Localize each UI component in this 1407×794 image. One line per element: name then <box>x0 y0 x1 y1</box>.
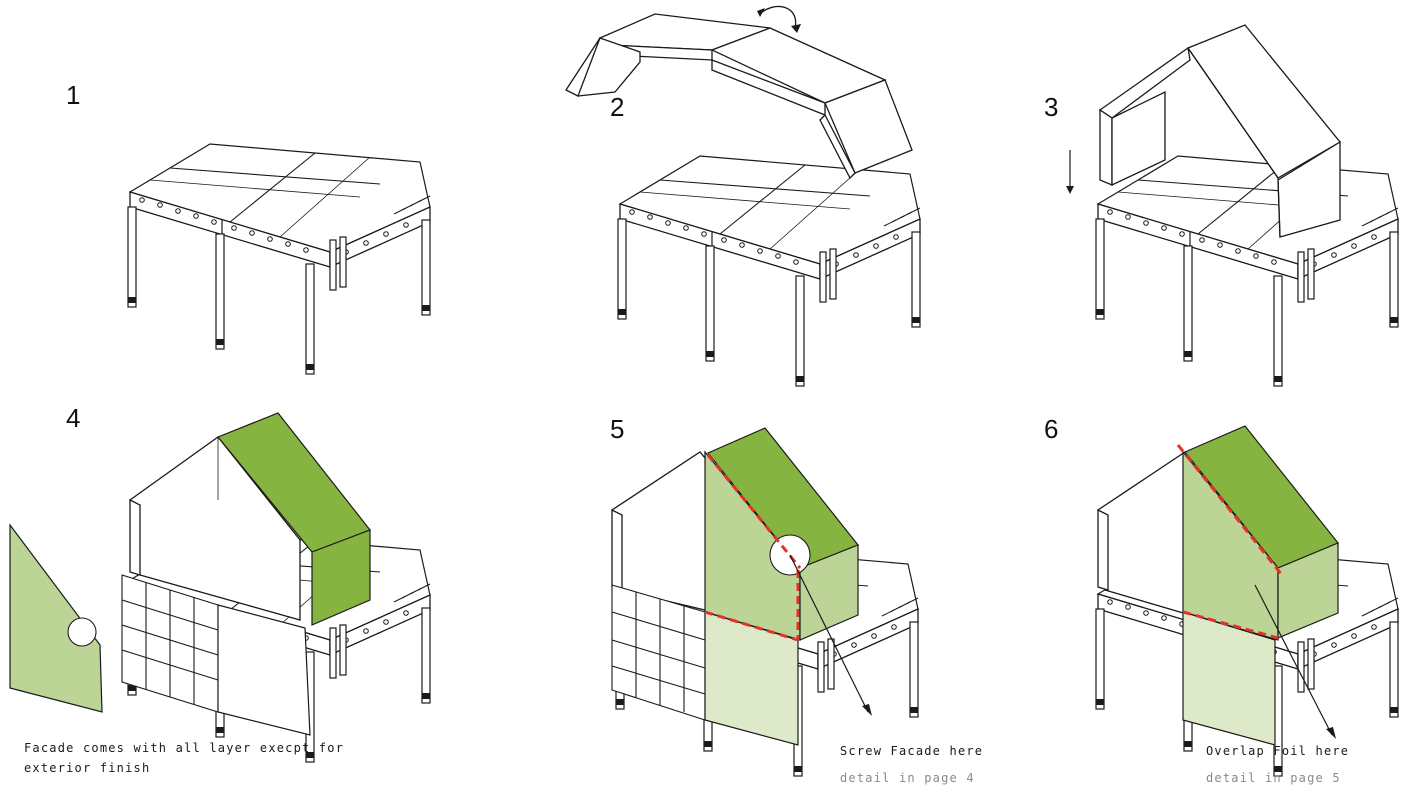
pointer-arrow-icon <box>789 554 872 716</box>
step-3-number: 3 <box>1044 92 1059 122</box>
pointer-arrow-icon <box>1254 584 1336 739</box>
step-5-drawing <box>611 427 919 777</box>
lower-facade-panel <box>1182 611 1276 746</box>
step-3-drawing <box>1066 24 1399 387</box>
screw-lines <box>704 454 802 642</box>
step-6-drawing <box>1095 425 1399 777</box>
roof-assembly <box>565 13 913 180</box>
step-2-drawing <box>565 5 921 387</box>
step-5-detail: detail in page 4 <box>840 771 975 785</box>
side-panel <box>1277 542 1339 639</box>
step-1-drawing <box>127 143 431 375</box>
step-6-number: 6 <box>1044 414 1059 444</box>
step-6-detail: detail in page 5 <box>1206 771 1341 785</box>
facade-grid <box>611 584 706 721</box>
foil-overlap-lines <box>1176 444 1284 640</box>
step-4-caption: Facade comes with all layer execpt for e… <box>24 741 345 775</box>
rotate-arrow-icon <box>759 5 797 29</box>
step-6-caption: Overlap Foil here <box>1206 744 1350 758</box>
step-4-drawing <box>9 412 431 763</box>
step-4-number: 4 <box>66 403 81 433</box>
step-2-number: 2 <box>610 92 625 122</box>
side-panel <box>311 529 371 626</box>
step-5-caption: Screw Facade here <box>840 744 984 758</box>
down-arrow-icon <box>1066 150 1074 194</box>
step-1-number: 1 <box>66 80 81 110</box>
loose-facade-panel <box>9 523 103 713</box>
step-5-number: 5 <box>610 414 625 444</box>
lower-facade-panel <box>704 611 799 746</box>
side-panel <box>799 544 859 641</box>
